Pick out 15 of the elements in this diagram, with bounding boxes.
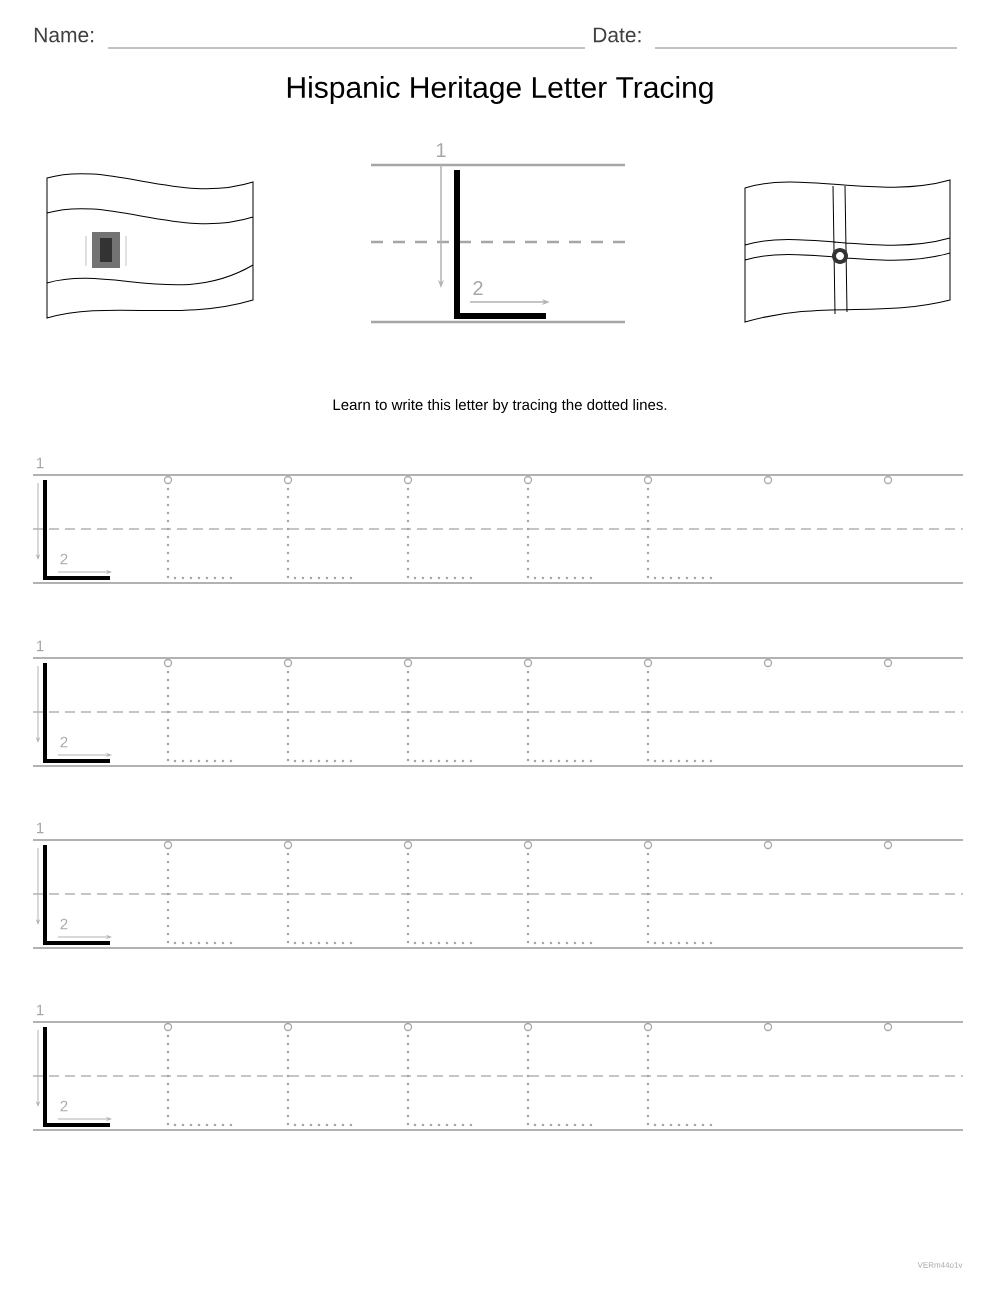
title: Hispanic Heritage Letter Tracing [287,76,713,104]
stroke-number: 1 [36,640,44,652]
name-label: Name: [34,27,94,43]
code-text: VERm44o1v [917,1262,963,1268]
instruction-text: Learn to write this letter by tracing the dotted lines. [333,399,667,413]
date-label: Date: [593,27,641,43]
stroke-number: 1 [36,457,44,469]
stroke-number: 2 [60,1100,68,1112]
stroke-number: 1 [36,1004,44,1016]
stroke-number: 2 [60,736,68,748]
stroke-number: 2 [473,281,483,295]
stroke-number: 1 [436,143,446,157]
stroke-number: 1 [36,822,44,834]
stroke-number: 2 [60,553,68,565]
stroke-number: 2 [60,918,68,930]
